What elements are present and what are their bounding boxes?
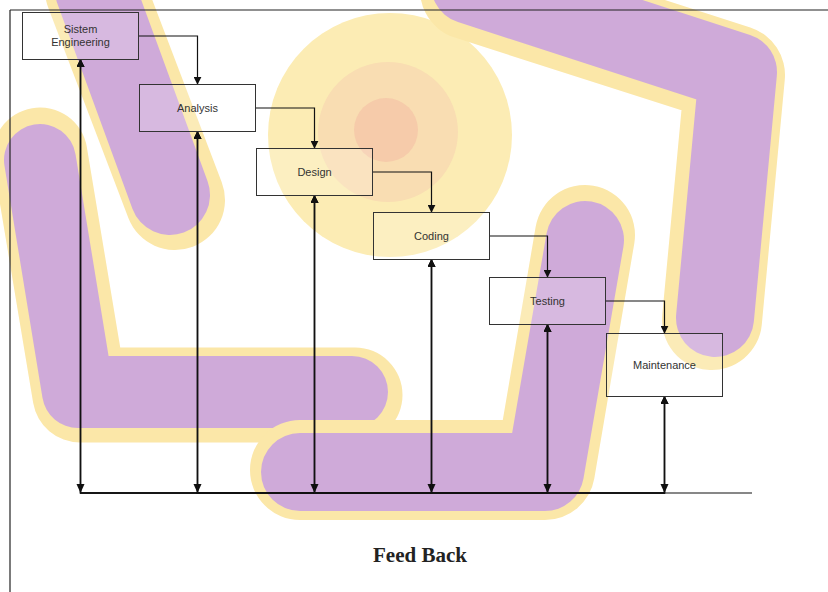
step-label: Testing — [530, 295, 565, 308]
flow-arrow — [256, 108, 315, 148]
logo-watermark — [40, 0, 738, 472]
frame-line — [10, 9, 828, 10]
process-box: Testing — [489, 277, 606, 325]
flow-arrow — [139, 36, 198, 84]
step-label: Analysis — [177, 102, 218, 115]
process-box: Analysis — [139, 84, 256, 132]
flow-arrow — [606, 301, 665, 333]
process-box: Coding — [373, 212, 490, 260]
flow-arrow — [373, 172, 432, 212]
step-label: Sistem Engineering — [41, 23, 120, 49]
edge-group — [81, 36, 665, 493]
frame-line — [9, 10, 10, 592]
bus-arrowheads — [77, 484, 669, 493]
process-box: Maintenance — [606, 333, 723, 397]
flow-arrow — [490, 236, 548, 277]
step-label: Maintenance — [633, 359, 696, 372]
logo-band — [470, 0, 738, 318]
feedback-connector — [81, 60, 432, 493]
feedback-connector — [81, 60, 665, 493]
step-label: Design — [297, 166, 331, 179]
process-box: Sistem Engineering — [22, 12, 139, 60]
process-box: Design — [256, 148, 373, 196]
logo-band — [300, 240, 585, 472]
step-label: Coding — [414, 230, 449, 243]
feedback-connector — [198, 132, 665, 493]
diagram-caption: Feed Back — [373, 543, 467, 568]
feedback-bus — [660, 492, 752, 493]
